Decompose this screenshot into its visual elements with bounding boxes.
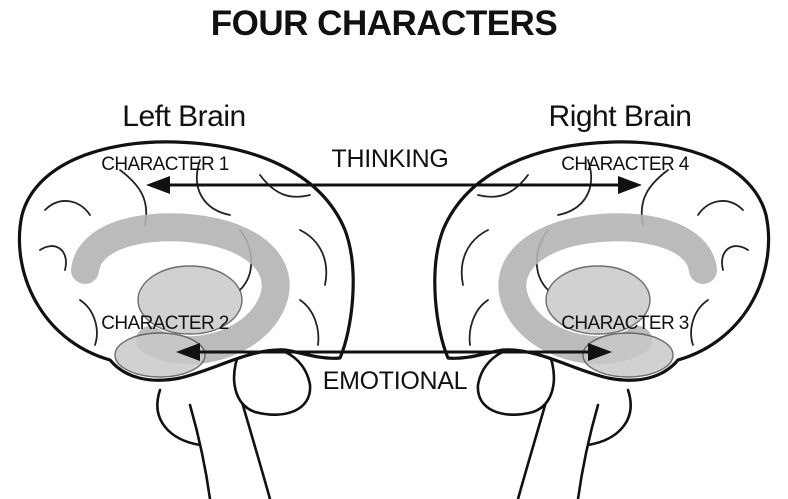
emotional-arrow-left-head (176, 343, 200, 361)
right-brain-label: Right Brain (549, 100, 692, 133)
right-limbic-arc (498, 213, 717, 365)
left-brain-label: Left Brain (122, 100, 245, 133)
character-1-label: CHARACTER 1 (101, 154, 229, 175)
left-brain-illustration (17, 140, 355, 499)
left-thalamus (137, 265, 243, 335)
character-4-label: CHARACTER 4 (561, 154, 690, 175)
left-amygdala (114, 332, 206, 378)
right-brain-illustration (433, 140, 771, 499)
left-spinal-curve (156, 388, 202, 447)
thinking-label: THINKING (331, 145, 448, 173)
thinking-arrow-right-head (618, 176, 642, 194)
emotional-arrow (176, 343, 612, 361)
diagram-title: FOUR CHARACTERS (211, 4, 557, 43)
character-3-label: CHARACTER 3 (561, 313, 689, 334)
emotional-label: EMOTIONAL (323, 367, 468, 395)
thinking-arrow-left-head (146, 176, 170, 194)
emotional-arrow-right-head (588, 343, 612, 361)
right-thalamus (545, 265, 651, 335)
thinking-arrow (146, 176, 642, 194)
character-2-label: CHARACTER 2 (101, 313, 229, 334)
right-amygdala (582, 332, 674, 378)
right-spinal-curve (586, 388, 632, 447)
left-limbic-arc (71, 213, 290, 365)
right-brainstem (576, 403, 600, 499)
left-brainstem (188, 403, 212, 499)
